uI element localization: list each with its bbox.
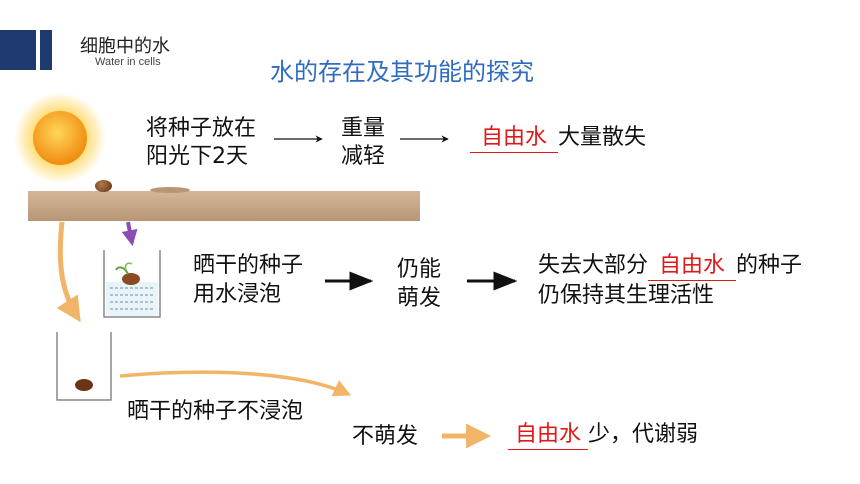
row2-answer-line: 失去大部分自由水的种子 [538, 252, 802, 281]
beaker-2-outline [56, 332, 112, 401]
beaker-1-water [106, 282, 158, 316]
row2-step2-line1: 仍能 [397, 257, 442, 282]
row3-answer-blank: 自由水 [508, 421, 588, 450]
row2-result-suffix: 的种子 [736, 253, 803, 278]
row3-step1: 晒干的种子不浸泡 [127, 399, 304, 424]
header-accent-bar-small [40, 30, 52, 70]
beaker-1-outline [103, 250, 161, 318]
purple-arrow [121, 221, 138, 247]
seed-icon [95, 180, 112, 192]
header-subtitle: Water in cells [95, 56, 161, 68]
row2-step1-line1: 晒干的种子 [193, 253, 304, 278]
row2-step1-line2: 用水浸泡 [193, 282, 282, 307]
sprouting-seed-icon [122, 273, 140, 285]
orange-curve-arrow-1 [56, 221, 81, 323]
header-title: 细胞中的水 [80, 36, 170, 57]
row2-result-line2: 仍保持其生理活性 [538, 283, 715, 308]
dry-seed-icon [75, 379, 93, 391]
row1-step1-line2: 阳光下2天 [146, 144, 248, 169]
main-title: 水的存在及其功能的探究 [270, 58, 534, 86]
row1-answer-blank: 自由水 [470, 124, 558, 153]
seed-shadow [150, 187, 190, 193]
row1-result: 大量散失 [558, 125, 647, 150]
row2-result-prefix: 失去大部分 [538, 253, 649, 278]
row1-answer-line: 自由水大量散失 [470, 124, 646, 153]
row1-step2-line2: 减轻 [341, 144, 386, 169]
row1-step2-line1: 重量 [341, 116, 386, 141]
orange-curve-arrow-2 [119, 370, 352, 397]
sun-icon [14, 92, 106, 184]
row3-answer-line: 自由水少，代谢弱 [508, 421, 698, 450]
header-accent-bar [0, 30, 36, 70]
row2-answer-blank: 自由水 [648, 252, 737, 281]
row2-step2-line2: 萌发 [397, 286, 442, 311]
soil-strip [28, 191, 420, 221]
row3-result: 少，代谢弱 [588, 422, 699, 447]
row1-step1-line1: 将种子放在 [146, 116, 257, 141]
row3-step2: 不萌发 [352, 424, 419, 449]
